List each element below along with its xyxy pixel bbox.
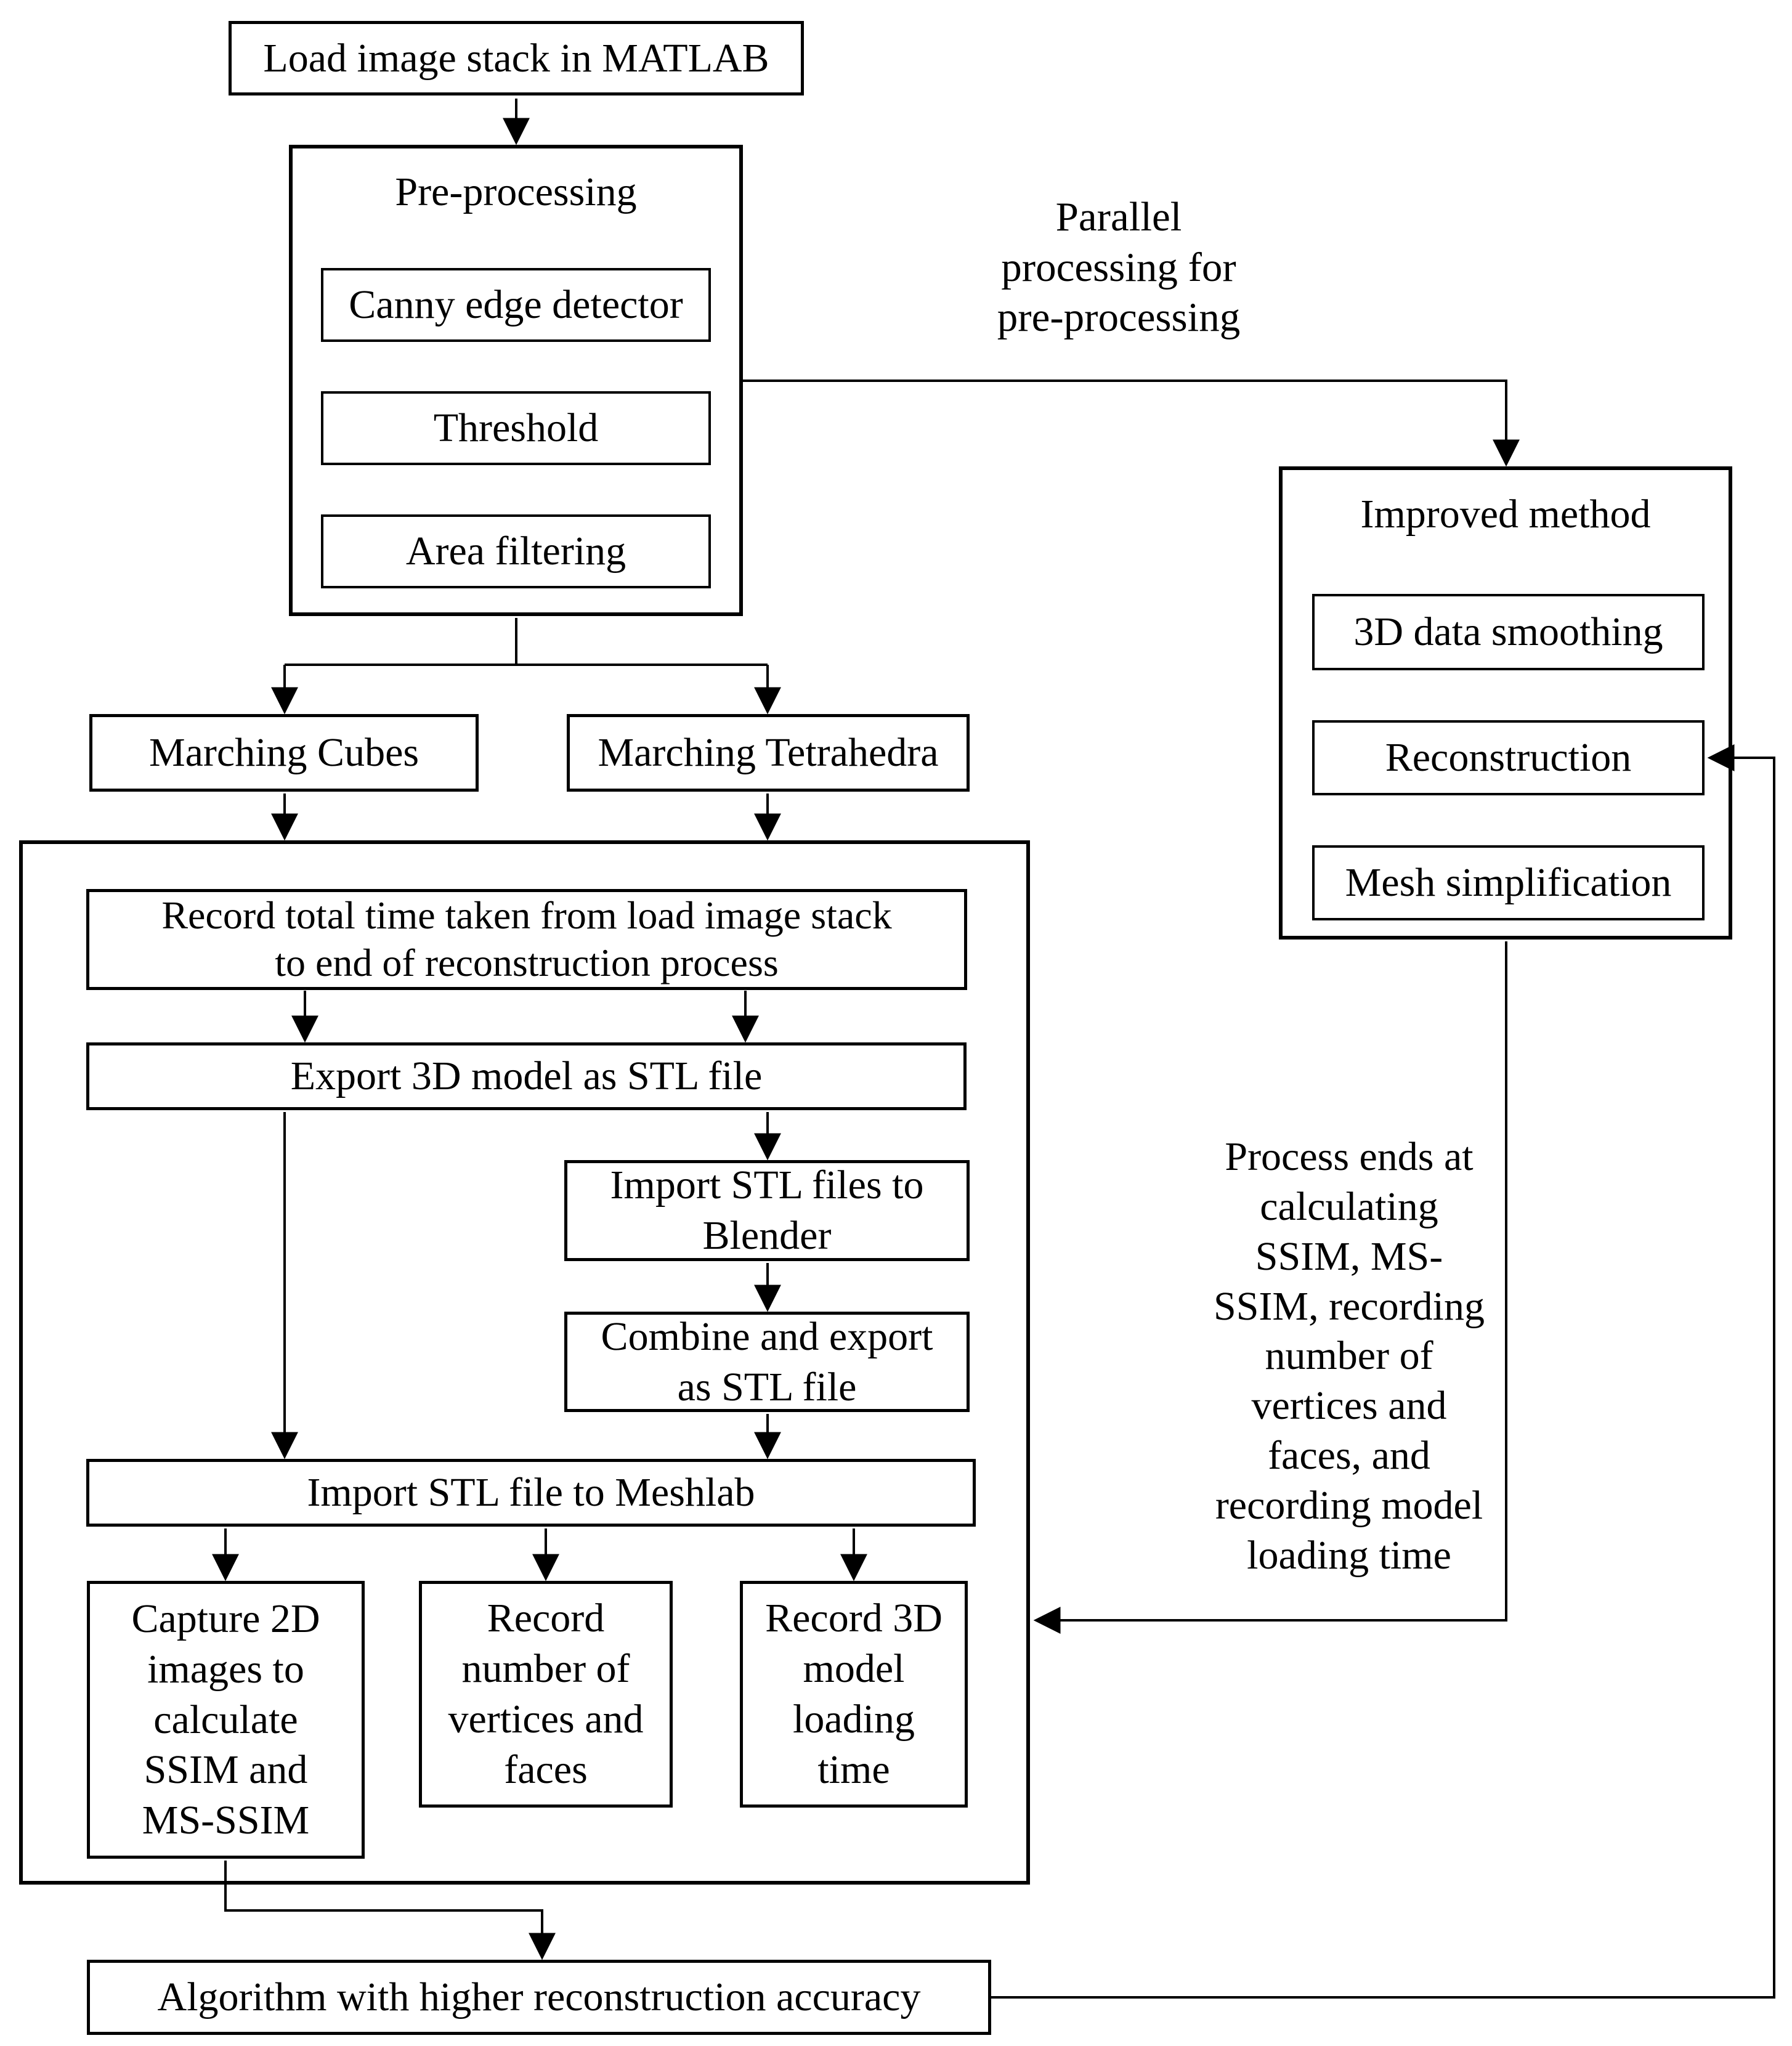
preprocessing-group-box bbox=[289, 145, 743, 616]
measurement-pipeline-group-box bbox=[19, 840, 1030, 1885]
area-filtering-box: Area filtering bbox=[321, 514, 711, 588]
mesh-simplification-box: Mesh simplification bbox=[1312, 845, 1705, 920]
improved-method-group-box bbox=[1279, 466, 1732, 940]
preprocessing-title: Pre-processing bbox=[395, 169, 637, 214]
canny-edge-detector-box: Canny edge detector bbox=[321, 268, 711, 342]
record-vertices-faces-box: Record number of vertices and faces bbox=[419, 1581, 673, 1808]
arrow-capture-to-algorithm bbox=[224, 1861, 556, 1960]
arrow-improved-to-pipeline bbox=[1033, 941, 1507, 1634]
3d-data-smoothing-box: 3D data smoothing bbox=[1312, 594, 1705, 670]
marching-cubes-box: Marching Cubes bbox=[89, 714, 479, 792]
record-total-time-box: Record total time taken from load image … bbox=[86, 889, 967, 990]
capture-2d-images-box: Capture 2D images to calculate SSIM and … bbox=[87, 1581, 365, 1859]
parallel-processing-label: Parallel processing for pre-processing bbox=[997, 194, 1241, 341]
improved-method-title: Improved method bbox=[1360, 492, 1651, 537]
process-ends-label: Process ends at calculating SSIM, MS- SS… bbox=[1214, 1134, 1485, 1578]
record-model-loading-time-box: Record 3D model loading time bbox=[740, 1581, 968, 1808]
import-stl-blender-box: Import STL files to Blender bbox=[564, 1160, 970, 1261]
arrow-algorithm-to-reconstruction bbox=[991, 744, 1775, 1999]
load-image-stack-box: Load image stack in MATLAB bbox=[229, 21, 804, 95]
connector-preprocessing-split bbox=[285, 618, 768, 666]
import-stl-meshlab-box: Import STL file to Meshlab bbox=[86, 1459, 976, 1527]
export-stl-box: Export 3D model as STL file bbox=[86, 1042, 967, 1110]
combine-export-stl-box: Combine and export as STL file bbox=[564, 1312, 970, 1412]
threshold-box: Threshold bbox=[321, 391, 711, 465]
reconstruction-box: Reconstruction bbox=[1312, 720, 1705, 795]
marching-tetrahedra-box: Marching Tetrahedra bbox=[567, 714, 970, 792]
arrow-parallel-to-improved-method bbox=[743, 380, 1520, 467]
algorithm-accuracy-box: Algorithm with higher reconstruction acc… bbox=[87, 1960, 991, 2035]
